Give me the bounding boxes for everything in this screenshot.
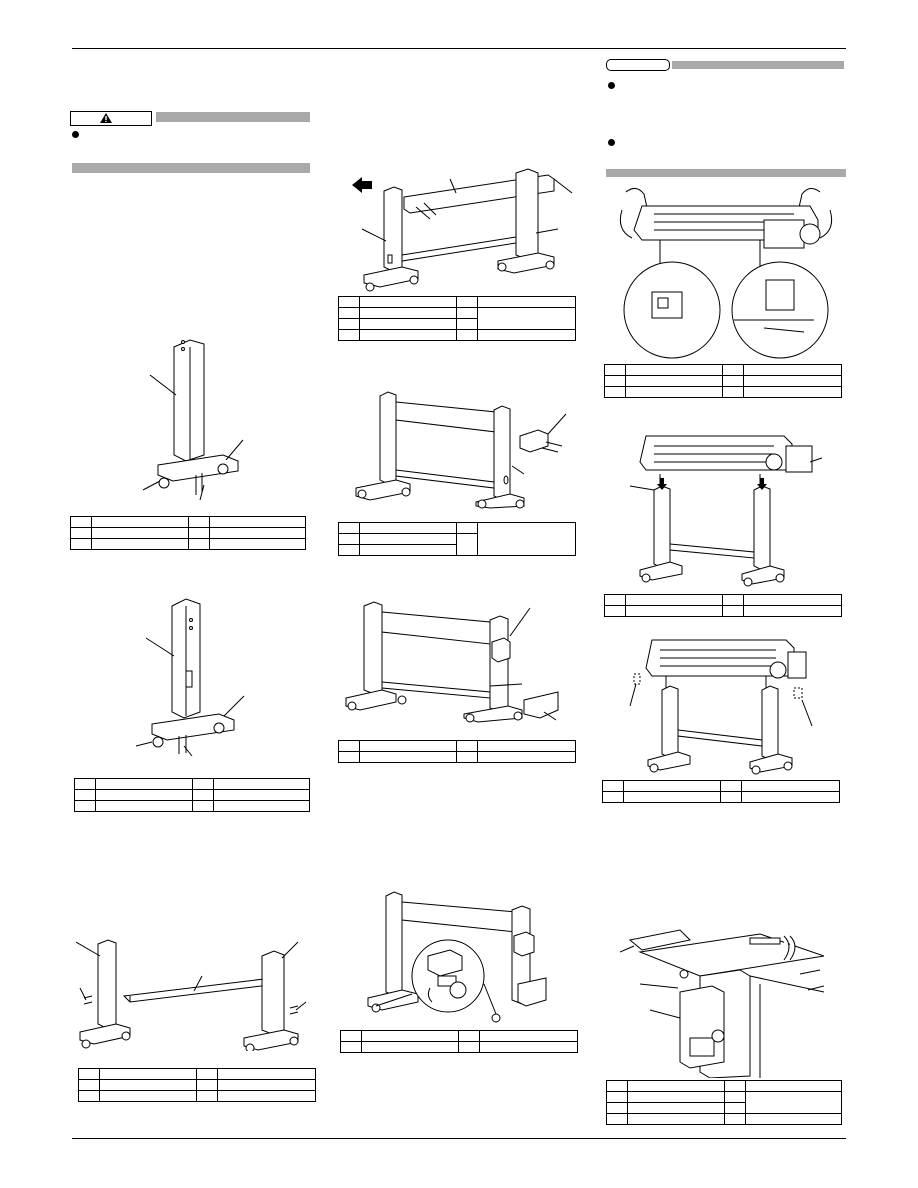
bullet-icon	[72, 131, 79, 138]
note-heading-bar	[672, 61, 844, 69]
stand-side-panel-left-figure	[138, 335, 258, 510]
printer-screw-fix-figure	[626, 630, 824, 776]
parts-table-4	[338, 296, 576, 341]
section-heading-bar	[72, 163, 310, 173]
parts-table-5	[338, 522, 576, 556]
parts-table-8	[604, 364, 842, 398]
warning-heading-bar	[156, 112, 310, 122]
arrow-icon	[657, 478, 667, 490]
bullet-icon	[608, 139, 615, 146]
stand-assembled-with-stay-figure	[340, 163, 578, 298]
caster-lock-detail-figure	[366, 888, 556, 1024]
parts-table-7	[340, 1030, 578, 1053]
parts-table-3	[78, 1068, 316, 1102]
parts-table-2	[74, 778, 310, 812]
printer-on-stand-figure	[624, 428, 824, 588]
bullet-icon	[608, 82, 615, 89]
stand-basket-tray-figure	[344, 596, 576, 730]
arrow-icon	[757, 478, 767, 490]
printer-lift-detail-figure	[614, 180, 838, 360]
parts-table-6	[338, 740, 576, 763]
warning-label-box	[70, 111, 152, 126]
parts-table-11	[606, 1080, 842, 1125]
section-heading-bar-right	[606, 169, 846, 177]
parts-table-1	[70, 516, 306, 550]
arrow-icon	[352, 177, 372, 193]
parts-table-9	[604, 594, 842, 617]
ink-bottle-underside-figure	[620, 926, 824, 1078]
warning-triangle-icon	[100, 113, 112, 123]
stand-stay-attach-figure	[76, 936, 314, 1051]
header-rule	[72, 48, 846, 49]
note-label-box	[606, 59, 670, 71]
stand-side-panel-right-figure	[134, 596, 259, 771]
stand-bracket-attach-figure	[344, 388, 576, 510]
footer-rule	[72, 1138, 846, 1139]
parts-table-10	[602, 780, 840, 803]
